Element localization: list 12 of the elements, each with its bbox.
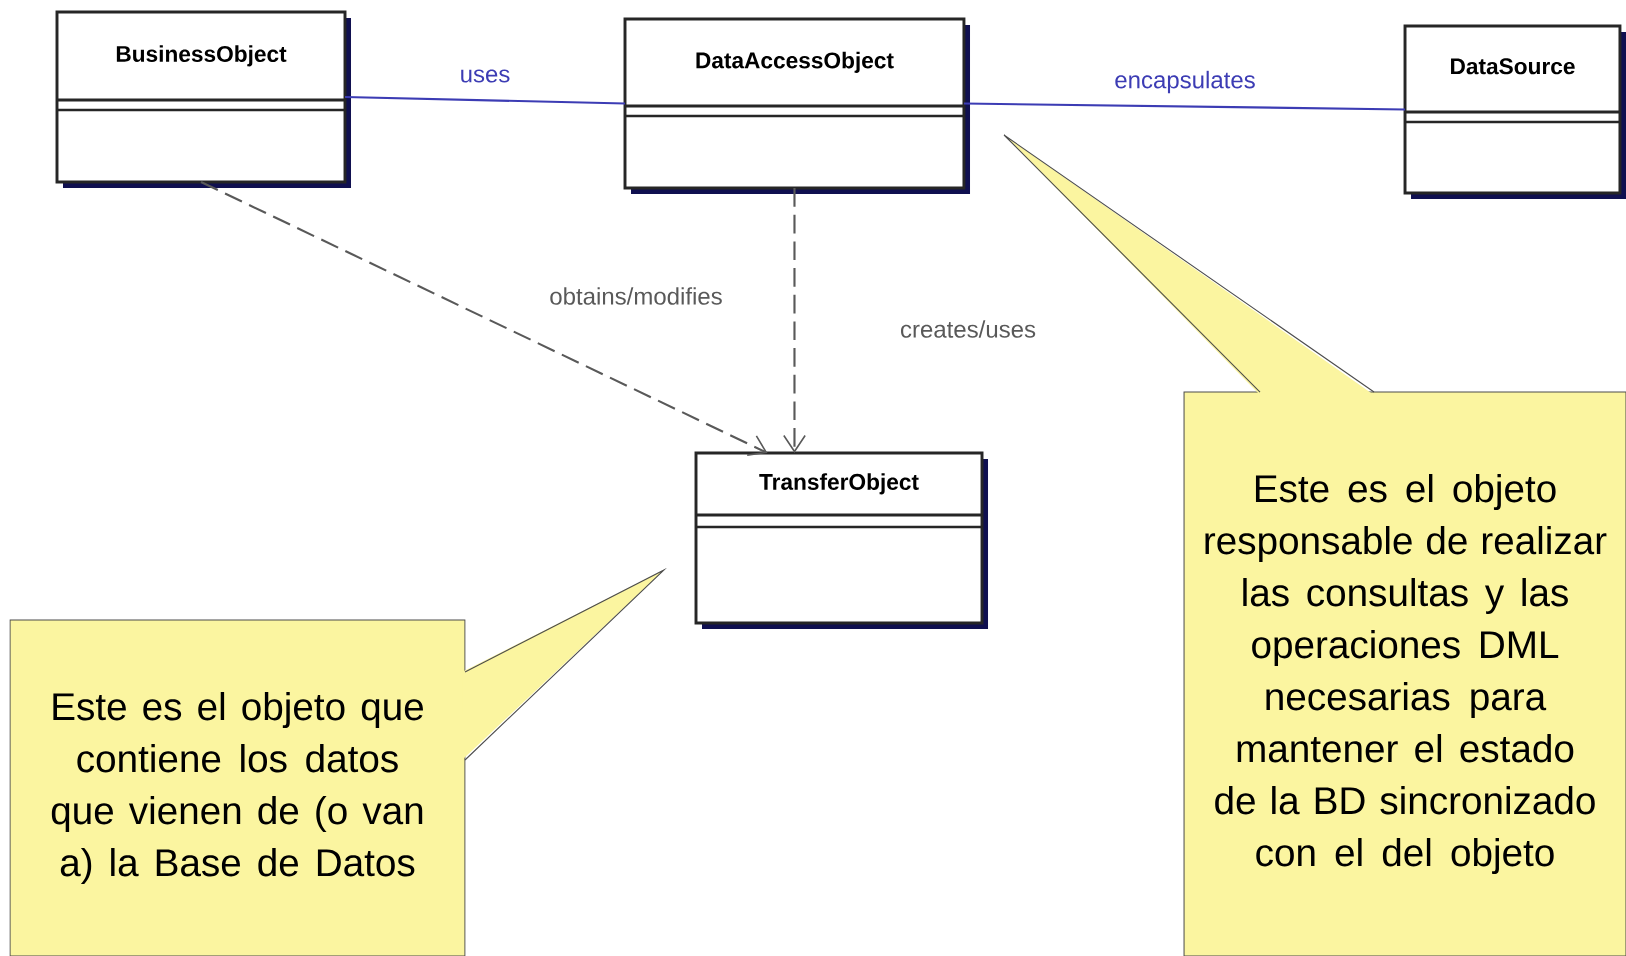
class-box: BusinessObject <box>55 10 351 188</box>
connector <box>783 188 806 453</box>
class-box: DataAccessObject <box>623 17 970 194</box>
edge-label: uses <box>457 66 513 86</box>
class-box: TransferObject <box>694 451 988 629</box>
edge-label: encapsulates <box>1111 68 1259 96</box>
connector <box>344 95 626 105</box>
connector <box>200 181 768 456</box>
callout: Este es el objeto que contiene los datos que vienen de (o van a) la Base de Datos <box>9 567 668 956</box>
edge-label: obtains/modifies <box>546 284 726 308</box>
connector <box>963 102 1406 111</box>
class-box: DataSource <box>1403 24 1626 199</box>
